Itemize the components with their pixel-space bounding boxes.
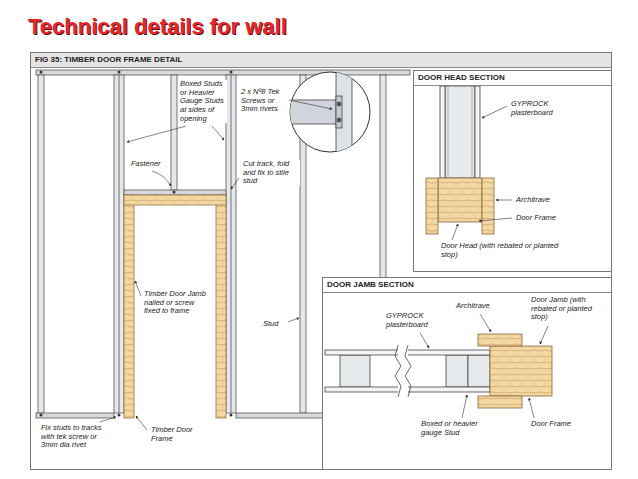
boxed-stud bbox=[446, 355, 468, 387]
callout-label: Door Jamb (with rebated or planted stop) bbox=[530, 296, 608, 322]
leader-line bbox=[152, 171, 171, 186]
leader-line bbox=[482, 106, 507, 118]
leader-line bbox=[480, 314, 491, 332]
callout-label: Fastener bbox=[130, 160, 168, 169]
door-frame bbox=[438, 178, 482, 222]
leader-line bbox=[420, 333, 429, 348]
boxed-stud bbox=[226, 75, 236, 413]
leader-line bbox=[479, 218, 512, 221]
callout-label: Door Frame bbox=[530, 420, 592, 429]
fastener-dot bbox=[40, 71, 43, 74]
jamb-section bbox=[325, 334, 552, 408]
leader-line bbox=[135, 281, 141, 296]
leader-line bbox=[212, 126, 224, 140]
steel-stud bbox=[445, 86, 475, 178]
callout-label: GYPROCK plasterboard bbox=[510, 100, 574, 117]
stud-flange bbox=[448, 86, 449, 178]
stud-frame bbox=[36, 70, 410, 418]
callout-label: Door Head (with rebated or planted stop) bbox=[440, 242, 566, 259]
fastener-dot bbox=[230, 71, 233, 74]
door-frame bbox=[490, 346, 552, 396]
fastener-dot bbox=[118, 414, 121, 417]
plasterboard bbox=[440, 86, 445, 178]
stud-flange bbox=[472, 86, 473, 178]
callout-label: Timber Door Frame bbox=[150, 426, 212, 443]
leader-line bbox=[496, 200, 512, 201]
tek-screw bbox=[337, 118, 341, 122]
panel-heading: FIG 35: TIMBER DOOR FRAME DETAIL bbox=[31, 53, 611, 68]
break-gap bbox=[398, 345, 408, 397]
leader-line bbox=[540, 326, 548, 344]
cripple-stud bbox=[171, 75, 177, 190]
panel-ground bbox=[322, 277, 612, 470]
boxed-stud bbox=[114, 75, 124, 413]
fastener-dot bbox=[173, 191, 176, 194]
stud-line bbox=[119, 75, 120, 413]
plasterboard bbox=[475, 86, 480, 178]
callout-label: GYPROCK plasterboard bbox=[385, 312, 447, 329]
door-jamb bbox=[216, 195, 226, 418]
panel-heading: DOOR JAMB SECTION bbox=[323, 278, 611, 293]
fastener-dot bbox=[40, 414, 43, 417]
timber-door-frame bbox=[124, 195, 226, 418]
break-line bbox=[405, 345, 411, 397]
callout-label: Fix studs to tracks with tek screw or 3m… bbox=[40, 424, 116, 450]
leader-line bbox=[452, 224, 458, 240]
leader-line bbox=[127, 126, 186, 142]
callout-label: Door Frame bbox=[515, 214, 567, 223]
break-line bbox=[395, 345, 401, 397]
leader-line bbox=[231, 178, 239, 189]
callout-label: Architrave bbox=[455, 302, 499, 311]
page-title: Technical details for wall bbox=[28, 14, 287, 40]
head-track bbox=[124, 190, 226, 195]
leader-line bbox=[289, 100, 332, 109]
fastener-dot bbox=[118, 71, 121, 74]
boxed-stud bbox=[468, 355, 490, 387]
door-jamb bbox=[124, 195, 134, 418]
panel-ground bbox=[413, 70, 612, 272]
architrave bbox=[478, 396, 522, 408]
leader-line bbox=[136, 416, 147, 430]
tek-screw bbox=[337, 102, 341, 106]
callout-label: Architrave bbox=[515, 196, 567, 205]
panel-heading: DOOR HEAD SECTION bbox=[414, 71, 611, 86]
folded-flange bbox=[336, 96, 342, 128]
architrave bbox=[482, 178, 494, 234]
callout-label: Boxed or heavier gauge Stud bbox=[420, 420, 494, 437]
leader-lines bbox=[100, 100, 548, 430]
architrave bbox=[478, 334, 522, 346]
leader-line bbox=[462, 395, 467, 418]
callout-label: Boxed Studs or Heavier Gauge Studs at si… bbox=[179, 80, 227, 123]
fastener-dot bbox=[230, 414, 233, 417]
callout-label: Cut track, fold and fix to stile stud bbox=[242, 160, 300, 186]
leader-line bbox=[529, 398, 534, 418]
top-track bbox=[36, 70, 410, 75]
callout-label: Timber Door Jamb nailed or screw fixed t… bbox=[143, 290, 211, 316]
door-head bbox=[124, 195, 226, 205]
fasteners bbox=[40, 71, 233, 417]
detail-inset bbox=[285, 60, 352, 170]
cut-track bbox=[285, 100, 336, 124]
leader-line bbox=[100, 417, 116, 422]
bottom-track bbox=[36, 413, 114, 418]
stud bbox=[38, 75, 44, 413]
head-section bbox=[426, 86, 494, 234]
callout-label: Stud bbox=[262, 320, 288, 329]
architrave bbox=[426, 178, 438, 234]
stud-line bbox=[231, 75, 232, 413]
callout-label: 2 x Nº8 Tek Screws or 3mm rivets bbox=[240, 88, 288, 114]
steel-stud bbox=[340, 355, 370, 387]
stile-stud bbox=[336, 60, 352, 170]
